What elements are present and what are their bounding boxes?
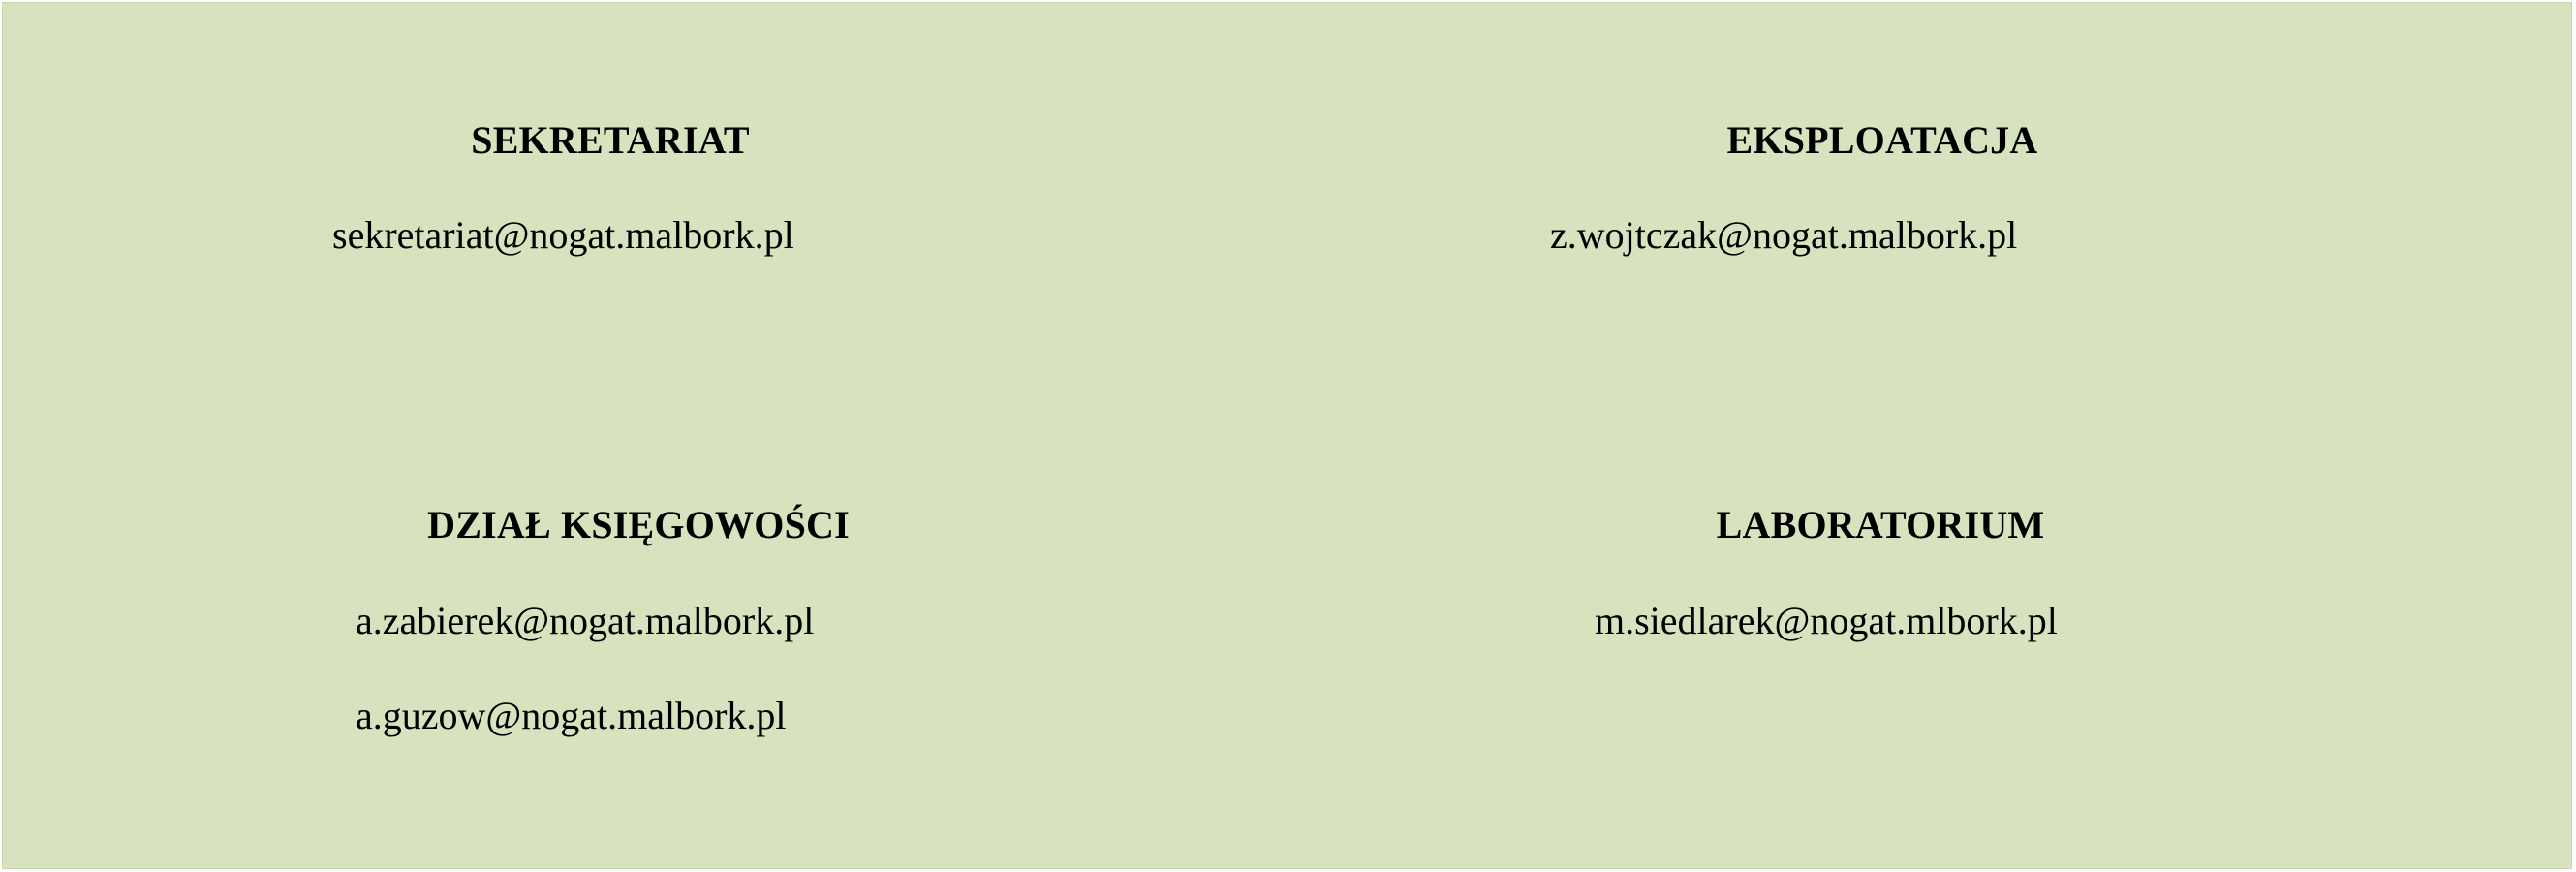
email-link-sekretariat[interactable]: sekretariat@nogat.malbork.pl bbox=[332, 213, 794, 257]
email-link-eksploatacja[interactable]: z.wojtczak@nogat.malbork.pl bbox=[1550, 213, 2018, 257]
section-title-eksploatacja: EKSPLOATACJA bbox=[1726, 118, 2038, 162]
section-title-sekretariat: SEKRETARIAT bbox=[471, 118, 750, 162]
email-link-ksiegowosc-2[interactable]: a.guzow@nogat.malbork.pl bbox=[356, 694, 787, 737]
email-link-ksiegowosc-1[interactable]: a.zabierek@nogat.malbork.pl bbox=[356, 599, 815, 642]
email-link-laboratorium[interactable]: m.siedlarek@nogat.mlbork.pl bbox=[1595, 599, 2058, 642]
section-title-laboratorium: LABORATORIUM bbox=[1716, 503, 2045, 546]
section-title-ksiegowosc: DZIAŁ KSIĘGOWOŚCI bbox=[427, 503, 850, 546]
